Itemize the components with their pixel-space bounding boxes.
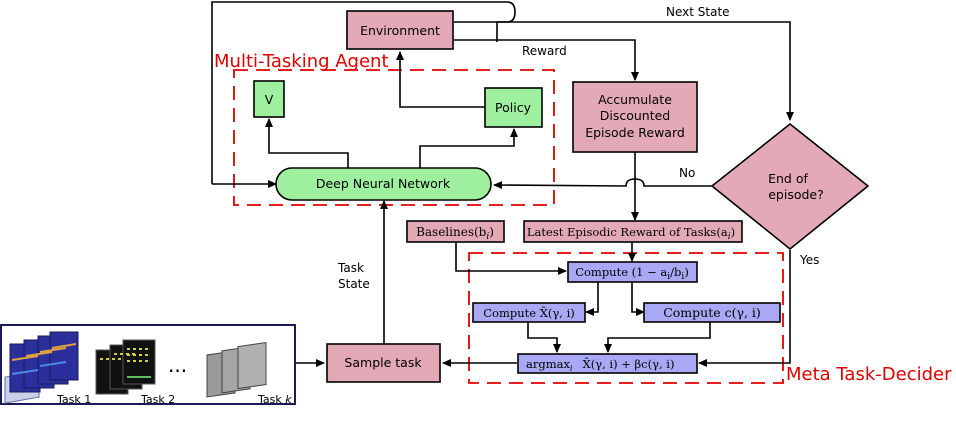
policy-node: Policy xyxy=(484,87,543,128)
edge-baselines-compute xyxy=(455,242,567,275)
multi-tasking-agent-label: Multi-Tasking Agent xyxy=(214,51,389,72)
compute-ratio-node: Compute (1 − ai/bi) xyxy=(567,261,698,283)
latest-reward-label: Latest Episodic Reward of Tasks(ai) xyxy=(527,225,735,242)
baselines-label: Baselines(bi) xyxy=(416,225,494,242)
sample-task-node: Sample task xyxy=(326,343,441,383)
yes-label: Yes xyxy=(799,253,819,267)
end-label-line1: End of xyxy=(768,171,808,186)
reward-label: Reward xyxy=(522,44,567,58)
edge-no xyxy=(493,178,712,190)
edge-reward xyxy=(454,39,639,81)
task1-label: Task 1 xyxy=(56,393,91,406)
edge-dnn-policy xyxy=(419,128,518,168)
policy-label: Policy xyxy=(495,100,532,115)
edge-compute-x xyxy=(585,282,599,316)
edge-x-argmax xyxy=(527,322,561,353)
accumulate-label-line3: Episode Reward xyxy=(585,125,685,140)
edge-next-state xyxy=(454,21,790,120)
edge-yes xyxy=(698,250,791,367)
compute-x-label: Compute X̄(γ, i) xyxy=(483,306,575,320)
task-state-label-line2: State xyxy=(338,277,370,291)
compute-c-node: Compute c(γ, i) xyxy=(643,302,781,323)
meta-task-decider-label: Meta Task-Decider xyxy=(786,364,952,385)
compute-c-label: Compute c(γ, i) xyxy=(663,305,761,320)
taskk-screens-image xyxy=(206,342,267,398)
task2-label: Task 2 xyxy=(140,393,175,406)
next-state-label: Next State xyxy=(666,5,730,19)
task2-screens-image xyxy=(95,339,156,395)
compute-ratio-label: Compute (1 − ai/bi) xyxy=(575,265,689,282)
dnn-label: Deep Neural Network xyxy=(316,176,451,191)
v-node: V xyxy=(253,80,285,118)
baselines-node: Baselines(bi) xyxy=(406,220,505,243)
environment-label: Environment xyxy=(360,23,440,38)
environment-node: Environment xyxy=(346,10,454,50)
accumulate-node: Accumulate Discounted Episode Reward xyxy=(572,81,698,153)
accumulate-label-line1: Accumulate xyxy=(598,92,672,107)
end-of-episode-decision: End of episode? xyxy=(710,122,870,251)
end-label-line2: episode? xyxy=(768,187,824,202)
edge-compute-c xyxy=(631,282,645,316)
taskk-label: Task k xyxy=(257,393,292,406)
task1-screens-image xyxy=(4,331,79,404)
compute-x-node: Compute X̄(γ, i) xyxy=(472,302,586,323)
dnn-node: Deep Neural Network xyxy=(275,167,492,201)
v-label: V xyxy=(265,92,274,107)
ellipsis-label: ... xyxy=(168,353,187,377)
accumulate-label-line2: Discounted xyxy=(600,108,671,123)
edge-dnn-v xyxy=(265,118,349,168)
no-label: No xyxy=(679,166,695,180)
edge-policy-env xyxy=(396,51,485,108)
latest-reward-node: Latest Episodic Reward of Tasks(ai) xyxy=(523,220,743,243)
tasks-panel: Task 1 Task 2 ... Task k xyxy=(0,324,296,406)
task-state-label-line1: Task xyxy=(337,261,364,275)
multi-tasking-agent-region xyxy=(233,69,555,206)
edge-c-argmax xyxy=(604,322,711,353)
sample-task-label: Sample task xyxy=(344,355,422,370)
meta-task-decider-region xyxy=(468,252,784,384)
